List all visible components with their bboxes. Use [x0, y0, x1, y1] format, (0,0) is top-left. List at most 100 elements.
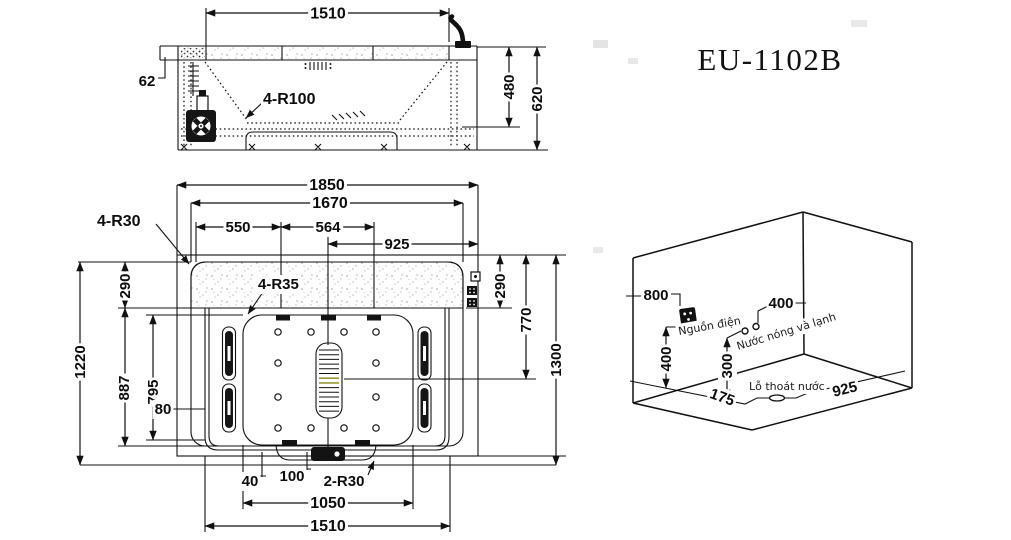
- label-backdrop: [528, 84, 547, 114]
- label-hot-cold-water: Nước nóng và lạnh: [735, 310, 837, 353]
- side-elevation-view: 1510 62 480 620 4-R100: [136, 4, 548, 151]
- smudge: [593, 247, 603, 253]
- label-backdrop: [308, 494, 348, 513]
- label-backdrop: [705, 383, 740, 412]
- base-channel: [245, 131, 398, 150]
- dim-iso-175-group: 175: [705, 383, 740, 412]
- control-panel-icons: [467, 271, 481, 307]
- plan-view: 1850 1670 550 564 925 4-R30 4-R35 1220 2…: [71, 176, 566, 536]
- keypad-dot: [473, 300, 475, 302]
- label-backdrop: [641, 286, 671, 305]
- dim-iso-400wall-group: 400: [657, 344, 676, 374]
- dim-plan-40: 40: [242, 473, 259, 490]
- tub-outline: [159, 45, 478, 151]
- drain-housing: [311, 447, 345, 461]
- faucet-spout: [448, 14, 466, 47]
- label-backdrop: [382, 235, 412, 254]
- leader-r100: [245, 102, 263, 119]
- dim-plan-1300: 1300: [548, 343, 565, 376]
- dim-iso-300-group: 300: [718, 351, 737, 381]
- jet-hole: [274, 359, 282, 367]
- iso-leader-lines: [626, 293, 806, 339]
- dim-plan-770-group: 770: [517, 305, 536, 335]
- dim-iso-400-wall: 400: [658, 346, 675, 371]
- label-corner-4r35: 4-R35: [258, 276, 299, 293]
- leader-r30: [155, 223, 190, 265]
- keypad-dot: [469, 288, 471, 290]
- pump-hub-dot: [200, 125, 202, 127]
- dim-iso-925-group: 925: [828, 376, 862, 403]
- dim-plan-80: 80: [155, 401, 172, 418]
- inner-shell-hidden-lines: [181, 61, 474, 146]
- deck-stipple-band: [190, 261, 464, 309]
- dim-plan-564: 564: [315, 219, 341, 236]
- label-backdrop: [115, 373, 134, 403]
- dim-side-height-group: 620: [528, 84, 547, 114]
- air-dot: [329, 63, 332, 65]
- dim-iso-925: 925: [831, 378, 859, 401]
- jet-hole: [274, 328, 282, 336]
- label-corner-r100: 4-R100: [263, 91, 316, 108]
- label-backdrop: [71, 343, 90, 381]
- floor-drain-icon: [768, 394, 786, 402]
- bottom-fitting: [355, 440, 370, 446]
- deck-stipple: [181, 47, 449, 59]
- label-backdrop: [308, 517, 348, 536]
- label-backdrop: [718, 351, 737, 381]
- jet-hole: [274, 393, 282, 401]
- dim-plan-290-right: 290: [492, 273, 509, 298]
- dim-side-height: 620: [529, 86, 546, 111]
- dim-plan-overall-width: 1850: [309, 177, 345, 194]
- dim-plan-1300-group: 1300: [547, 341, 566, 379]
- label-corner-2r30: 2-R30: [324, 473, 365, 490]
- dim-side-width: 1510: [310, 6, 346, 23]
- label-backdrop: [657, 344, 676, 374]
- drain-grill-outline: [315, 342, 343, 419]
- drain-louvers-tint: [319, 377, 339, 384]
- air-dot: [304, 63, 307, 65]
- pump-icon: [186, 90, 216, 142]
- center-drain-grill: [315, 342, 343, 419]
- label-backdrop: [152, 400, 174, 419]
- jet-hole: [372, 359, 380, 367]
- dim-plan-290r-group: 290: [491, 271, 510, 301]
- keypad-dot: [469, 300, 471, 302]
- keypad-dot: [473, 291, 475, 294]
- dim-plan-290l-group: 290: [116, 271, 135, 301]
- label-backdrop: [675, 312, 744, 340]
- dim-plan-290-left: 290: [117, 273, 134, 298]
- dim-plan-925: 925: [384, 236, 409, 253]
- label-backdrop: [828, 376, 862, 403]
- dim-side-depth-group: 480: [500, 72, 519, 102]
- top-fitting: [367, 315, 381, 321]
- label-backdrop: [732, 308, 840, 355]
- keypad-dot: [473, 288, 475, 290]
- jet-hole: [307, 424, 315, 432]
- extension-lines: [344, 254, 566, 457]
- pump-neck: [196, 95, 209, 112]
- fittings: [276, 315, 381, 461]
- faucet-icon: [448, 14, 471, 48]
- side-jet: [221, 326, 237, 381]
- drain-housing-dot: [334, 451, 340, 457]
- jet-holes: [274, 328, 380, 432]
- power-socket-icon: [679, 307, 697, 325]
- drain-louvers: [319, 349, 339, 412]
- pump-cap: [199, 90, 206, 97]
- scan-artifacts: [593, 20, 867, 253]
- keypad-icon: [467, 286, 477, 295]
- air-slits: [309, 62, 327, 70]
- label-backdrop: [500, 72, 519, 102]
- socket-pin: [689, 311, 693, 315]
- jet-hole: [307, 328, 315, 336]
- water-tap-point: [741, 327, 749, 335]
- label-backdrop: [307, 176, 347, 195]
- label-drain-hole: Lỗ thoát nước: [749, 380, 825, 393]
- keypad-icon: [467, 298, 477, 307]
- dim-plan-887: 887: [116, 375, 133, 400]
- foot-marks: [180, 143, 471, 151]
- socket-body: [679, 307, 697, 325]
- side-jet: [221, 383, 237, 433]
